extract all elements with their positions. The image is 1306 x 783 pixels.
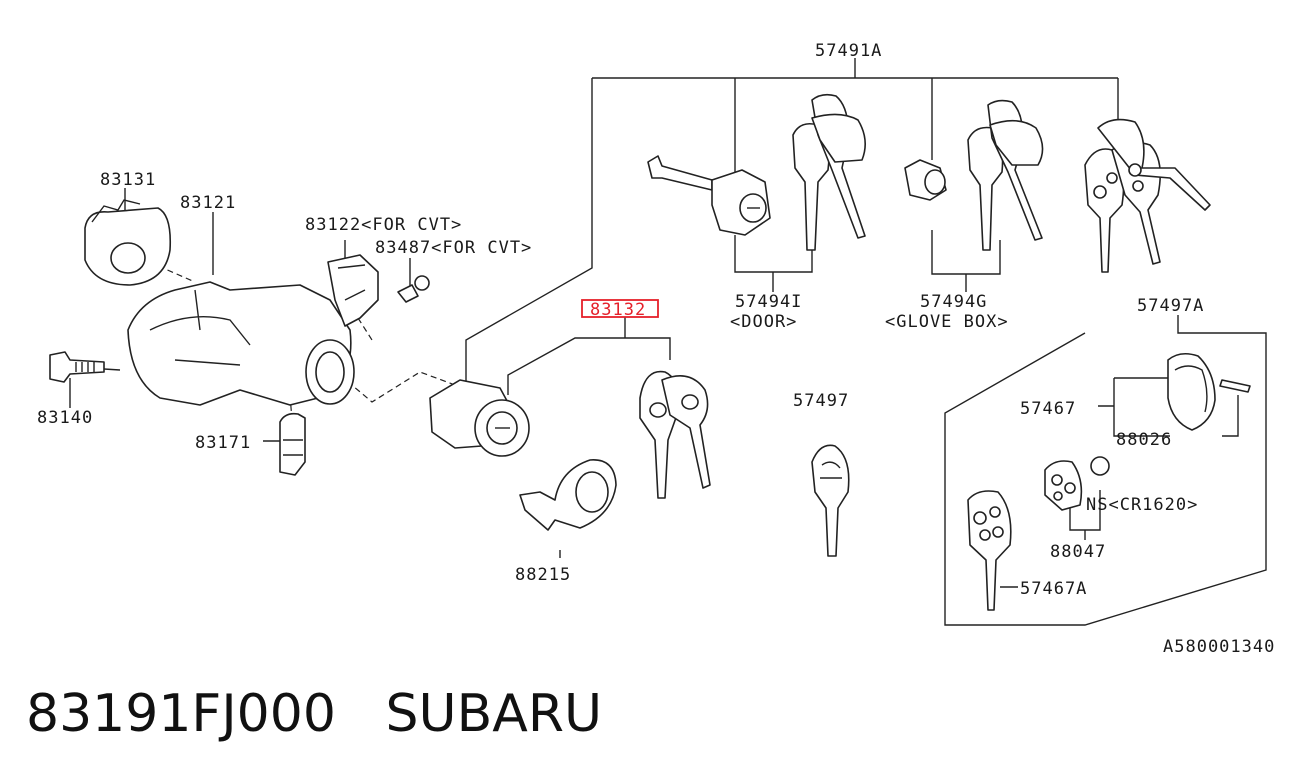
label-83140: 83140 <box>37 408 93 428</box>
part-number: 83191FJ000 <box>26 684 336 744</box>
keys-83132 <box>639 370 711 499</box>
part-57497-key <box>811 444 850 557</box>
label-57467: 57467 <box>1020 399 1076 419</box>
part-57494g-glove-cylinder <box>904 159 947 201</box>
steering-lock-assembly <box>49 199 430 476</box>
part-88047-battery <box>1044 456 1110 511</box>
label-83131: 83131 <box>100 170 156 190</box>
keys-door <box>792 93 866 251</box>
label-57491a: 57491A <box>815 41 882 61</box>
part-83132-cylinder <box>429 379 530 457</box>
label-83122: 83122<FOR CVT> <box>305 215 462 235</box>
part-83121-housing <box>127 281 355 406</box>
part-labels: 57491A 83131 83121 83122<FOR CVT> 83487<… <box>37 41 1275 657</box>
part-57467-case <box>1167 352 1251 431</box>
label-83132: 83132 <box>590 300 646 320</box>
label-83487: 83487<FOR CVT> <box>375 238 532 258</box>
diagram-code: A580001340 <box>1163 637 1275 657</box>
part-57467a-remote-key <box>967 490 1012 611</box>
label-glove-box: <GLOVE BOX> <box>885 312 1009 332</box>
part-83171-switch <box>279 412 306 476</box>
part-57494i-door-cylinder <box>647 155 771 236</box>
label-57494g: 57494G <box>920 292 987 312</box>
label-88215: 88215 <box>515 565 571 585</box>
part-83131-ring <box>84 199 172 286</box>
label-ns-cr1620: NS<CR1620> <box>1086 495 1198 515</box>
label-57494i: 57494I <box>735 292 802 312</box>
label-88026: 88026 <box>1116 430 1172 450</box>
label-83171: 83171 <box>195 433 251 453</box>
label-88047: 88047 <box>1050 542 1106 562</box>
part-83140-bolt <box>49 351 105 383</box>
keys-glove <box>967 99 1044 251</box>
part-83122-switch <box>327 254 379 327</box>
label-door: <DOOR> <box>730 312 797 332</box>
part-83487-screw <box>397 275 430 303</box>
leader-lines <box>69 58 1267 626</box>
label-57497a: 57497A <box>1137 296 1204 316</box>
caption: 83191FJ000 SUBARU <box>26 684 602 744</box>
label-83121: 83121 <box>180 193 236 213</box>
highlight-box-83132 <box>581 299 659 318</box>
keys-remote-set <box>1084 118 1211 273</box>
part-88215-bezel <box>519 459 617 531</box>
label-57497: 57497 <box>793 391 849 411</box>
label-57467a: 57467A <box>1020 579 1087 599</box>
brand-name: SUBARU <box>385 684 603 744</box>
parts-diagram: 57491A 83131 83121 83122<FOR CVT> 83487<… <box>37 41 1275 657</box>
